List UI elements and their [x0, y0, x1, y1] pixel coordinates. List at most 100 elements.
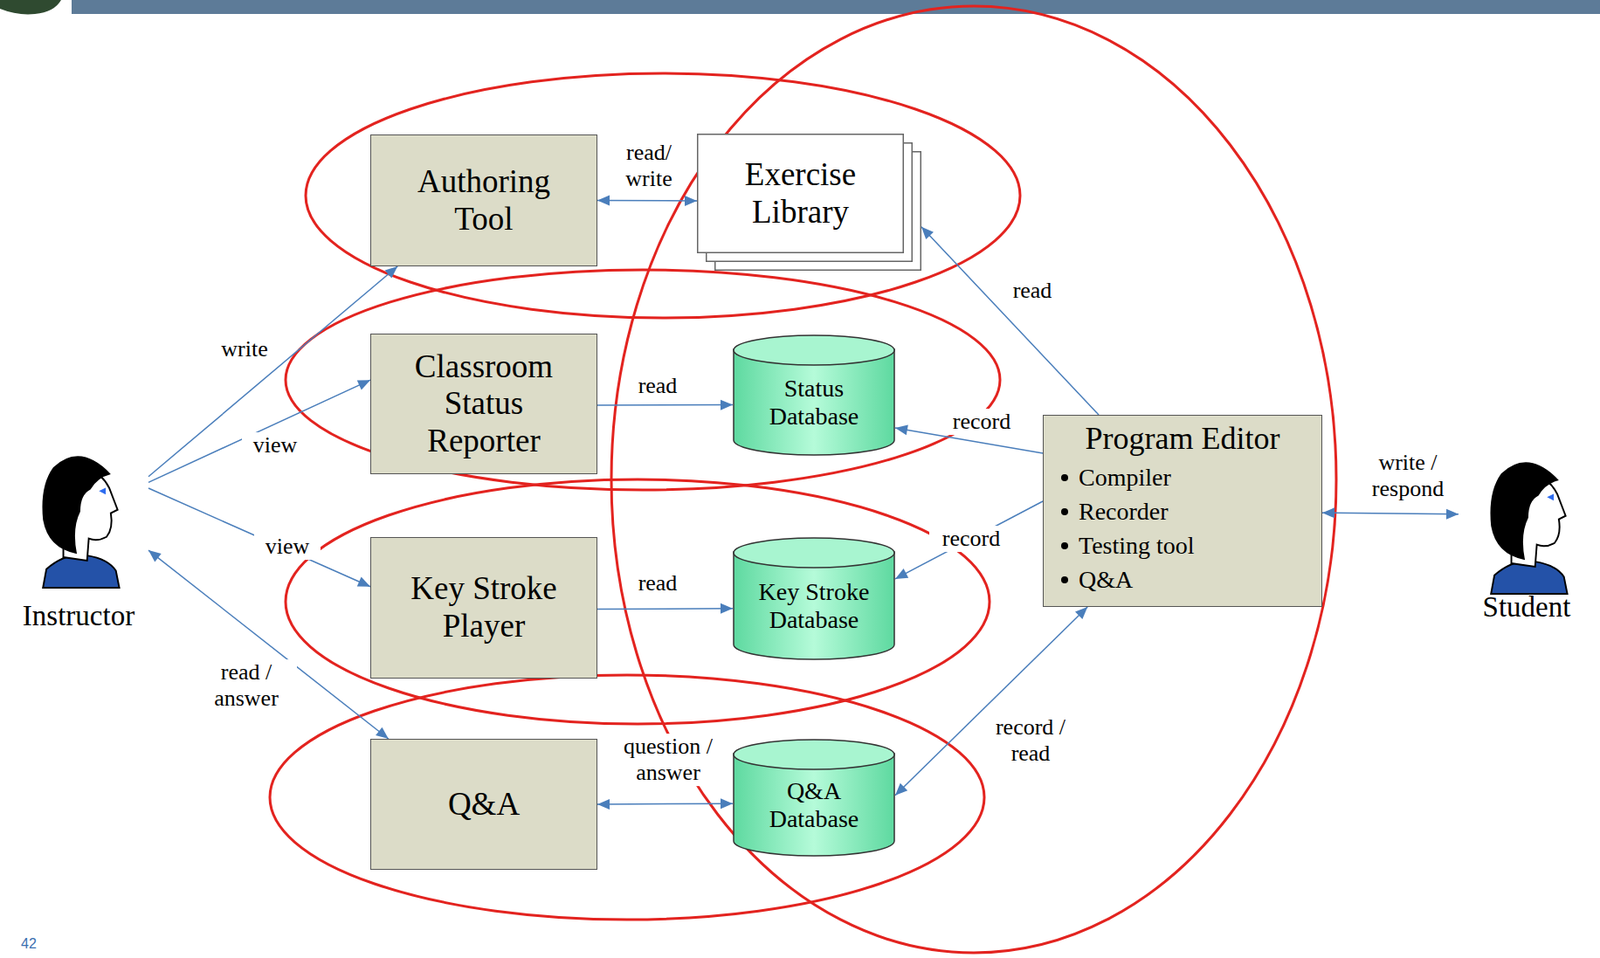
connector — [597, 400, 733, 411]
connector-label: read — [624, 570, 691, 597]
node-title: Exercise Library — [722, 156, 880, 231]
process-box: Classroom Status Reporter — [370, 333, 598, 475]
arrowhead — [1446, 509, 1459, 520]
node-content: Authoring Tool — [371, 135, 597, 266]
arrowhead — [895, 568, 909, 580]
bullet-dot — [1061, 576, 1069, 584]
node-content: Program EditorCompilerRecorderTesting to… — [1043, 415, 1322, 607]
arrowhead — [357, 379, 371, 390]
connector-line — [895, 606, 1088, 796]
document-stack: Exercise Library — [696, 133, 922, 271]
node-content: Classroom Status Reporter — [371, 334, 597, 474]
connector — [148, 266, 398, 477]
node-title: Key Stroke Database — [744, 578, 884, 635]
connector-line — [148, 266, 398, 477]
list-item: Testing tool — [1078, 531, 1195, 560]
connector-line — [597, 607, 733, 610]
list-item: Q&A — [1078, 565, 1133, 594]
connector-label: record / read — [979, 714, 1083, 767]
connector — [148, 550, 389, 739]
connector-label: question / answer — [606, 733, 731, 787]
page-number: 42 — [20, 936, 37, 952]
process-box: Authoring Tool — [370, 134, 598, 267]
cylinder-top — [733, 537, 895, 568]
process-box: Q&A — [370, 738, 598, 870]
process-box: Key Stroke Player — [370, 537, 598, 679]
node-content: Instructor — [8, 595, 149, 638]
connector-label: read — [624, 372, 691, 400]
database-cylinder: Q&A Database — [732, 738, 896, 857]
bullet-dot — [1061, 542, 1069, 550]
bullet-row: Testing tool — [1061, 528, 1195, 563]
person-hair — [41, 455, 111, 554]
actor: Instructor — [8, 443, 149, 638]
connector-line — [148, 379, 371, 483]
connector — [895, 606, 1088, 796]
cylinder-top — [733, 335, 895, 366]
connector-line — [597, 200, 697, 202]
person-eye — [98, 487, 106, 495]
connector — [1322, 507, 1459, 519]
node-title: Program Editor — [1085, 420, 1281, 457]
connector-line — [148, 488, 371, 587]
arrowhead — [720, 798, 733, 809]
group-ellipse — [285, 479, 990, 725]
connector — [148, 379, 371, 483]
connector-line — [597, 803, 733, 806]
node-content: Exercise Library — [696, 133, 904, 254]
arrowhead — [1075, 606, 1088, 620]
connector-label: write — [206, 336, 283, 363]
node-content: Student — [1458, 586, 1595, 629]
arrowhead — [148, 550, 162, 562]
person-icon — [26, 443, 132, 588]
connector — [597, 195, 697, 207]
group-ellipse — [269, 675, 985, 920]
group-ellipse — [305, 73, 1021, 318]
person-eye — [1546, 493, 1554, 501]
group-ellipse — [611, 6, 1337, 953]
connector-label: read / answer — [195, 659, 297, 712]
arrowhead — [895, 424, 909, 435]
connector — [148, 488, 371, 587]
arrowhead — [357, 577, 371, 587]
connector-label: view — [241, 432, 309, 459]
node-title: Authoring Tool — [400, 163, 567, 238]
node-title: Q&A Database — [755, 777, 874, 834]
bullet-dot — [1061, 474, 1069, 482]
node-title: Instructor — [22, 600, 135, 634]
connector — [597, 603, 733, 614]
arrowhead — [597, 799, 610, 810]
node-content: Status Database — [732, 364, 896, 442]
group-ellipse — [285, 269, 1000, 490]
title-banner — [71, 0, 1600, 14]
connector-line — [1322, 512, 1459, 515]
database-cylinder: Status Database — [732, 334, 896, 456]
node-content: Key Stroke Database — [732, 566, 896, 646]
arrowhead — [375, 727, 389, 739]
node-title: Q&A — [448, 786, 520, 824]
node-title: Classroom Status Reporter — [407, 348, 561, 461]
connector-label: read/ write — [615, 139, 683, 193]
connector-line — [148, 550, 389, 739]
node-content: Q&A Database — [732, 768, 896, 842]
connector-line — [921, 227, 1099, 415]
arrowhead — [385, 266, 399, 279]
list-item: Recorder — [1078, 497, 1169, 526]
connector-label: read — [999, 277, 1066, 304]
connector-label: view — [254, 533, 321, 560]
page-sheet — [697, 134, 904, 254]
database-cylinder: Key Stroke Database — [732, 537, 896, 661]
actor: Student — [1458, 449, 1595, 629]
arrowhead — [895, 783, 908, 796]
person-icon — [1474, 449, 1580, 594]
bullet-row: Q&A — [1061, 562, 1133, 597]
connector-label: record — [939, 408, 1024, 435]
person-hair — [1489, 462, 1559, 560]
node-content: Key Stroke Player — [371, 537, 597, 678]
connector-line — [597, 404, 733, 407]
connector-line — [895, 501, 1043, 580]
logo-fragment — [0, 0, 62, 14]
node-title: Status Database — [755, 374, 874, 431]
connector — [921, 227, 1099, 415]
